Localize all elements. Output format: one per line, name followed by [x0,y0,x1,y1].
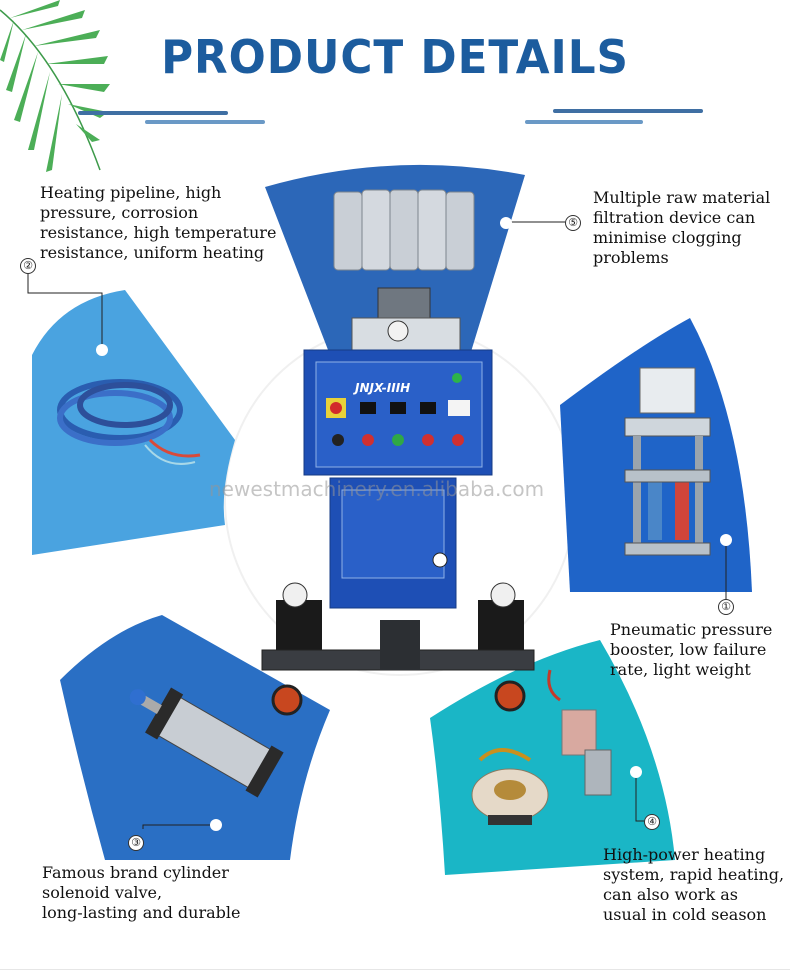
callout-dot [500,217,512,229]
callout-dot [630,766,642,778]
callout-number-4: ④ [644,814,660,830]
callout-dot [96,344,108,356]
feature-caption-3: Famous brand cylinder solenoid valve, lo… [42,863,241,922]
callout-number-1: ① [718,599,734,615]
callout-dot [720,534,732,546]
air-cylinder [129,687,284,798]
sector-right-upper [560,318,752,592]
panel-model-label: JNJX-IIIH [353,381,410,395]
filter-cartridges [333,189,475,271]
title-deco-line [78,111,228,115]
title-deco-line [553,109,703,113]
bottom-divider [0,969,790,970]
pneumatic-booster [624,367,711,556]
spray-machine: JNJX-IIIH [261,287,535,716]
feature-caption-5: Multiple raw material filtration device … [593,188,771,267]
callout-number-2: ② [20,258,36,274]
callout-dot [210,819,222,831]
feature-caption-2: Heating pipeline, high pressure, corrosi… [40,183,277,262]
page-title: PRODUCT DETAILS [161,30,629,84]
title-deco-line [145,120,265,124]
title-deco-line [525,120,643,124]
callout-number-3: ③ [128,835,144,851]
feature-caption-1: Pneumatic pressure booster, low failure … [610,620,773,679]
feature-caption-4: High-power heating system, rapid heating… [603,845,785,924]
heating-hose [57,379,201,465]
watermark: newestmachinery.en.alibaba.com [209,477,545,501]
palm-leaf-decoration [0,0,110,172]
callout-number-5: ⑤ [565,215,581,231]
transformer-heater [471,669,612,825]
